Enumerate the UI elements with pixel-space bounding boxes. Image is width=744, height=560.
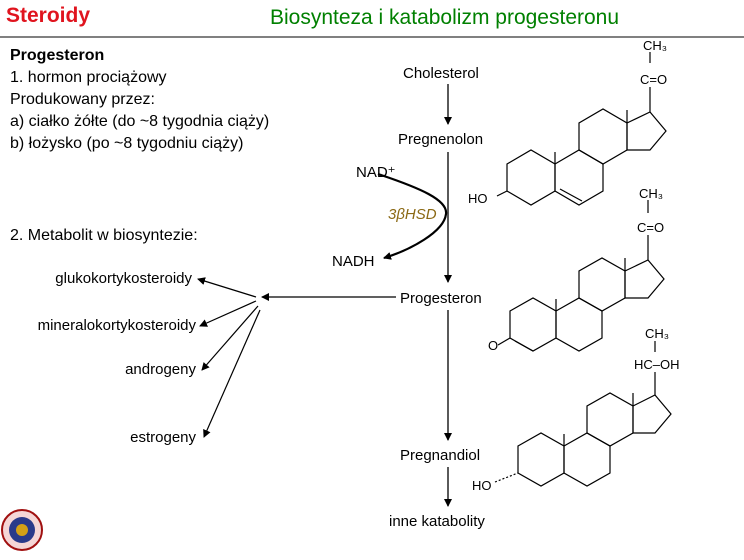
label-cholesterol: Cholesterol — [403, 65, 479, 82]
progesteron-heading: Progesteron — [10, 47, 104, 64]
page-title: Biosynteza i katabolizm progesteronu — [270, 6, 620, 29]
pregnandiol-ch3: CH₃ — [645, 326, 669, 341]
university-logo — [1, 509, 43, 551]
label-pregnandiol: Pregnandiol — [400, 447, 480, 464]
progesteron-o: O — [488, 338, 498, 353]
pregnenolon-ho: HO — [468, 191, 488, 206]
label-progesteron: Progesteron — [400, 290, 482, 307]
text-hormon: 1. hormon prociążowy — [10, 69, 167, 86]
arrow-to-gluko — [197, 277, 257, 298]
label-enzyme-3bhsd: 3βHSD — [388, 206, 437, 223]
arrow-to-estrogeny — [203, 309, 261, 438]
progesteron-ch3: CH₃ — [639, 186, 663, 201]
cofactor-arc — [377, 172, 448, 260]
pregnenolon-co: C=O — [640, 72, 667, 87]
pregnenolon-structure — [496, 52, 667, 206]
text-produkowany: Produkowany przez: — [10, 91, 155, 108]
label-nadh: NADH — [332, 253, 375, 270]
label-pregnenolon: Pregnenolon — [398, 131, 483, 148]
brand-title: Steroidy — [6, 4, 91, 27]
arrow-to-mineralo — [199, 300, 257, 327]
metabolite-estrogeny: estrogeny — [130, 429, 196, 446]
pregnandiol-ho: HO — [472, 478, 492, 493]
metabolite-mineralokortykosteroidy: mineralokortykosteroidy — [38, 317, 197, 334]
label-inne-katabolity: inne katabolity — [389, 513, 485, 530]
pregnandiol-hc-oh: HC–OH — [634, 357, 680, 372]
header-divider — [0, 36, 744, 38]
metabolite-glukokortykosteroidy: glukokortykosteroidy — [55, 270, 192, 287]
pregnenolon-ch3: CH₃ — [643, 38, 667, 53]
text-lozysko: b) łożysko (po ~8 tygodniu ciąży) — [10, 135, 243, 152]
pregnandiol-structure — [494, 341, 672, 487]
progesteron-structure — [497, 200, 665, 352]
text-metabolit: 2. Metabolit w biosyntezie: — [10, 227, 198, 244]
metabolite-androgeny: androgeny — [125, 361, 196, 378]
text-cialko-zolte: a) ciałko żółte (do ~8 tygodnia ciąży) — [10, 113, 269, 130]
progesteron-co: C=O — [637, 220, 664, 235]
arrow-to-androgeny — [201, 305, 259, 371]
